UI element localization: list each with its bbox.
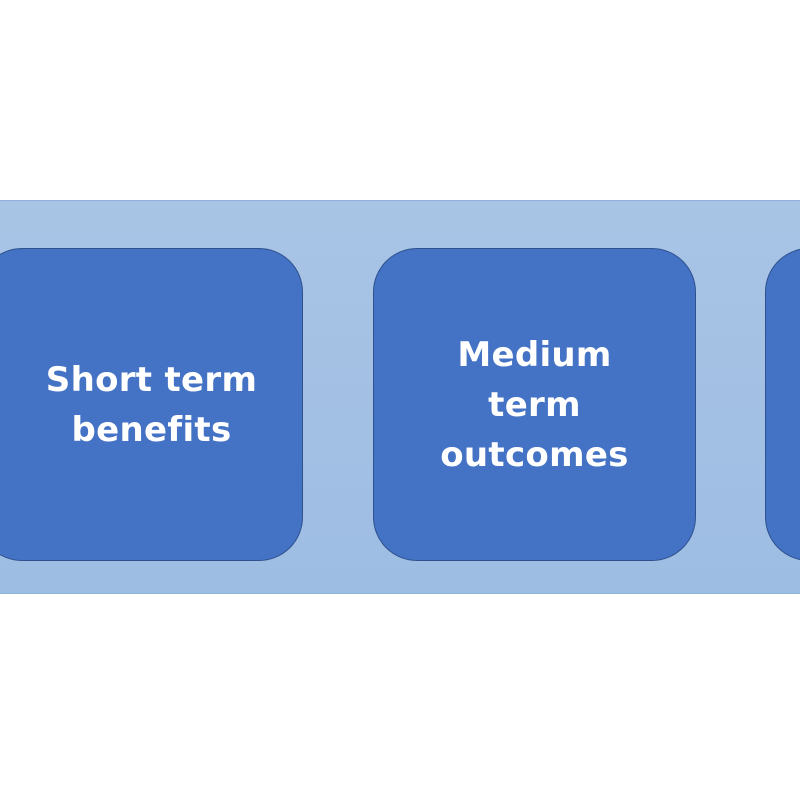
stage-label-short-term: Short term benefits — [45, 359, 258, 450]
stage-box-long-term — [765, 248, 800, 561]
stage-box-medium-term: Medium term outcomes — [373, 248, 696, 561]
stage-box-short-term: Short term benefits — [0, 248, 303, 561]
stage-label-medium-term: Medium term outcomes — [440, 334, 629, 475]
